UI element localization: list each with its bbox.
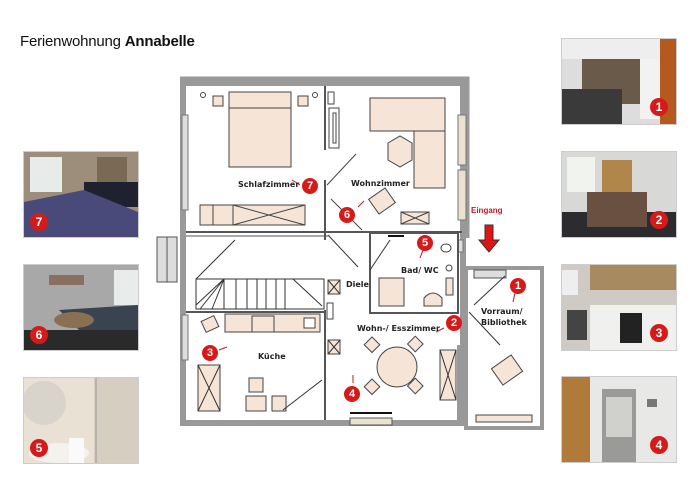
photo-badge-2: 2: [650, 211, 668, 229]
plan-marker-6: 6: [339, 207, 355, 223]
plan-marker-7: 7: [302, 178, 318, 194]
photo-badge-7: 7: [30, 213, 48, 231]
plan-marker-3: 3: [202, 345, 218, 361]
photo-bad[interactable]: 5: [23, 377, 139, 464]
room-label-bad: Bad/ WC: [401, 266, 439, 275]
photo-badge-3: 3: [650, 324, 668, 342]
room-label-kueche: Küche: [258, 352, 286, 361]
photo-schlafzimmer[interactable]: 7: [23, 151, 139, 238]
plan-marker-4: 4: [344, 386, 360, 402]
room-label-wohn-esszimmer: Wohn-/ Esszimmer: [357, 324, 440, 333]
entrance-label: Eingang: [471, 206, 503, 215]
plan-marker-2: 2: [446, 315, 462, 331]
title-name: Annabelle: [124, 33, 195, 50]
plan-marker-5: 5: [417, 235, 433, 251]
room-label-wohnzimmer: Wohnzimmer: [351, 179, 410, 188]
plan-marker-1: 1: [510, 278, 526, 294]
photo-badge-6: 6: [30, 326, 48, 344]
page-title: Ferienwohnung Annabelle: [20, 33, 195, 50]
photo-diele[interactable]: 4: [561, 376, 677, 463]
photo-wohn-esszimmer[interactable]: 2: [561, 151, 677, 238]
photo-badge-4: 4: [650, 436, 668, 454]
photo-badge-5: 5: [30, 439, 48, 457]
room-label-vorraum: Vorraum/: [481, 307, 523, 316]
room-label-bibliothek: Bibliothek: [481, 318, 527, 327]
room-label-schlafzimmer: Schlafzimmer: [238, 180, 300, 189]
title-prefix: Ferienwohnung: [20, 33, 121, 50]
photo-badge-1: 1: [650, 98, 668, 116]
photo-kueche[interactable]: 3: [561, 264, 677, 351]
photo-vorraum-bibliothek[interactable]: 1: [561, 38, 677, 125]
room-label-diele: Diele: [346, 280, 369, 289]
photo-wohnzimmer[interactable]: 6: [23, 264, 139, 351]
